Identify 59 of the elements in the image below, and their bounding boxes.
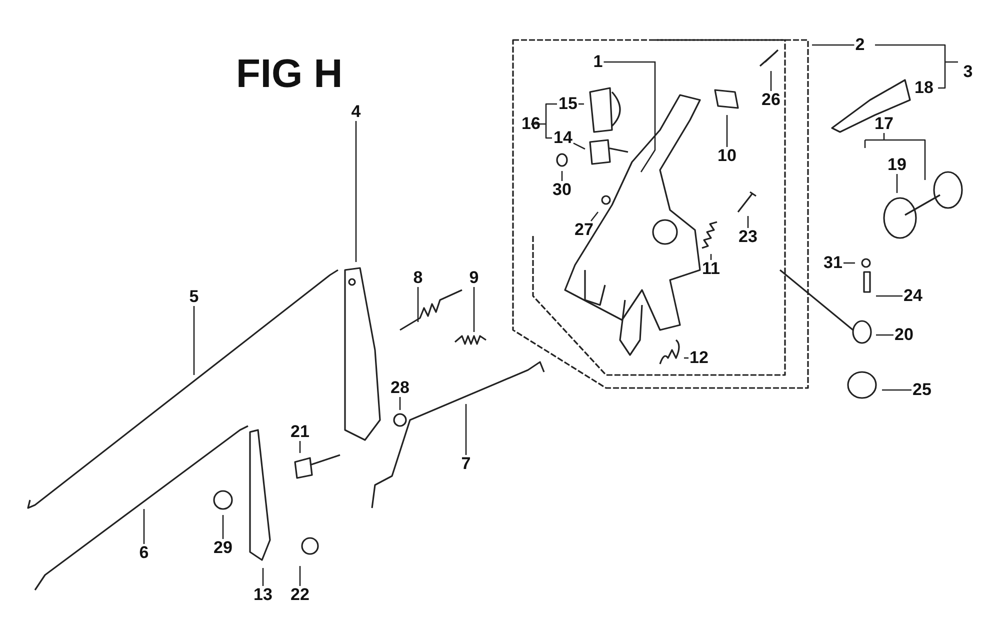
leader-line xyxy=(465,404,467,455)
leader-line xyxy=(684,357,689,359)
callout-number: 15 xyxy=(558,95,578,113)
leader-line xyxy=(262,568,264,586)
callout-number: 22 xyxy=(290,586,310,604)
leader-line xyxy=(561,171,563,181)
callout-number: 9 xyxy=(468,269,480,287)
callout-number: 20 xyxy=(894,326,914,344)
callout-number: 4 xyxy=(350,103,362,121)
leader-line xyxy=(473,287,475,332)
leader-line xyxy=(299,441,301,453)
callout-number: 23 xyxy=(738,228,758,246)
leader-line xyxy=(143,509,145,544)
leader-line xyxy=(604,61,656,172)
leader-line xyxy=(843,262,855,264)
callout-number: 10 xyxy=(716,147,738,165)
callout-number: 25 xyxy=(912,381,932,399)
leader-line xyxy=(770,71,772,91)
callout-number: 16 xyxy=(520,115,542,133)
leader-line xyxy=(417,287,419,322)
callout-number: 6 xyxy=(138,544,150,562)
callout-number: 11 xyxy=(701,260,721,278)
callout-number: 17 xyxy=(874,115,894,133)
callout-number: 31 xyxy=(822,254,844,272)
leader-line xyxy=(193,306,195,375)
callout-number: 30 xyxy=(552,181,572,199)
callout-number: 19 xyxy=(886,156,908,174)
callout-number: 14 xyxy=(552,129,574,147)
callout-number: 3 xyxy=(962,63,974,81)
callout-number: 24 xyxy=(902,287,924,305)
leader-line xyxy=(578,103,584,105)
leader-line xyxy=(747,216,749,228)
leader-line xyxy=(299,566,301,586)
callout-number: 7 xyxy=(460,455,472,473)
leader-line xyxy=(710,254,712,260)
callout-number: 12 xyxy=(688,349,710,367)
leader-line xyxy=(355,121,357,262)
callout-number: 26 xyxy=(760,91,782,109)
callout-number: 13 xyxy=(252,586,274,604)
callout-number: 5 xyxy=(188,288,200,306)
callout-number: 21 xyxy=(290,423,310,441)
callout-number: 18 xyxy=(914,79,934,97)
callout-number: 2 xyxy=(854,36,866,54)
callout-number: 29 xyxy=(212,539,234,557)
leader-line xyxy=(812,44,854,46)
leader-line xyxy=(590,212,599,222)
leader-line xyxy=(882,389,912,391)
leader-line xyxy=(876,295,903,297)
callout-number: 27 xyxy=(574,221,594,239)
callout-number: 1 xyxy=(592,53,604,71)
leader-line xyxy=(896,174,898,193)
leader-line xyxy=(399,397,401,410)
leader-line xyxy=(573,142,586,150)
callout-number: 8 xyxy=(412,269,424,287)
leader-line xyxy=(726,115,728,147)
leader-line xyxy=(222,515,224,539)
callout-number: 28 xyxy=(390,379,410,397)
figure-title: FIG H xyxy=(236,52,343,96)
leader-line xyxy=(876,334,894,336)
